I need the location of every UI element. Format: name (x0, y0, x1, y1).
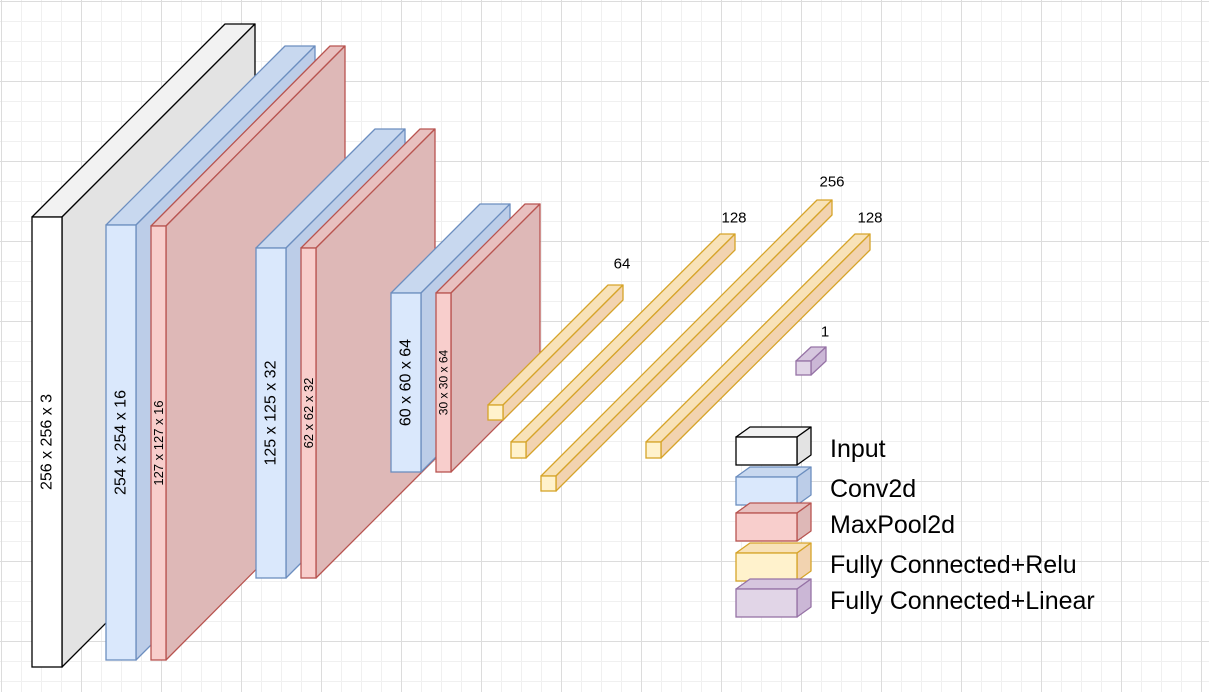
legend-swatch-fc-front-face (735, 552, 798, 582)
layer-label: 125 x 125 x 32 (263, 360, 280, 465)
layer-conv-5-front-face (390, 292, 422, 473)
layer-label: 30 x 30 x 64 (437, 349, 451, 415)
layer-input-0-front-face (31, 216, 63, 668)
legend-swatch-input (735, 426, 812, 466)
layer-pool-4-front-face (300, 247, 317, 579)
layer-pool-6-front-face (435, 292, 452, 473)
legend-swatch-pool-front-face (735, 512, 798, 542)
legend-label-fc: Fully Connected+Relu (830, 551, 1077, 579)
legend-swatch-input-front-face (735, 436, 798, 466)
dense-size-label: 1 (821, 324, 829, 341)
dense-fc-0: 64 (487, 256, 631, 421)
legend-swatch-out-front-face (735, 588, 798, 618)
layer-label: 127 x 127 x 16 (151, 400, 166, 485)
layer-pool-2-front-face (150, 225, 167, 661)
legend-swatch-conv (735, 466, 812, 506)
dense-fc-1-front-face (510, 441, 527, 459)
legend-label-pool: MaxPool2d (830, 511, 955, 539)
dense-fc-2-front-face (540, 475, 557, 492)
dense-size-label: 128 (721, 210, 746, 227)
dense-fc-3-front-face (645, 441, 662, 459)
conv-layers: 256 x 256 x 3 254 x 254 x 16 127 x 127 x 1… (31, 23, 541, 668)
dense-out-4-front-face (795, 360, 812, 376)
dense-size-label: 128 (857, 210, 882, 227)
dense-fc-0-front-face (487, 404, 504, 421)
legend-label-out: Fully Connected+Linear (830, 587, 1095, 615)
legend-swatch-pool (735, 502, 812, 542)
layer-conv-3-front-face (255, 247, 287, 579)
dense-size-label: 256 (819, 174, 844, 191)
legend-swatch-out (735, 578, 812, 618)
legend-label-conv: Conv2d (830, 475, 916, 503)
layer-label: 254 x 254 x 16 (113, 390, 130, 495)
dense-fc-1: 128 (510, 210, 747, 459)
layer-label: 256 x 256 x 3 (39, 394, 56, 490)
dense-layers: 64 128 256 128 1 (487, 174, 883, 492)
layer-label: 60 x 60 x 64 (398, 339, 415, 426)
layer-label: 62 x 62 x 32 (301, 378, 316, 449)
legend-swatch-conv-front-face (735, 476, 798, 506)
legend-label-input: Input (830, 435, 886, 463)
legend-swatch-fc (735, 542, 812, 582)
dense-fc-3: 128 (645, 210, 883, 459)
dense-size-label: 64 (614, 256, 631, 273)
dense-fc-2: 256 (540, 174, 845, 492)
layer-conv-1-front-face (105, 224, 137, 661)
dense-out-4: 1 (795, 324, 829, 376)
